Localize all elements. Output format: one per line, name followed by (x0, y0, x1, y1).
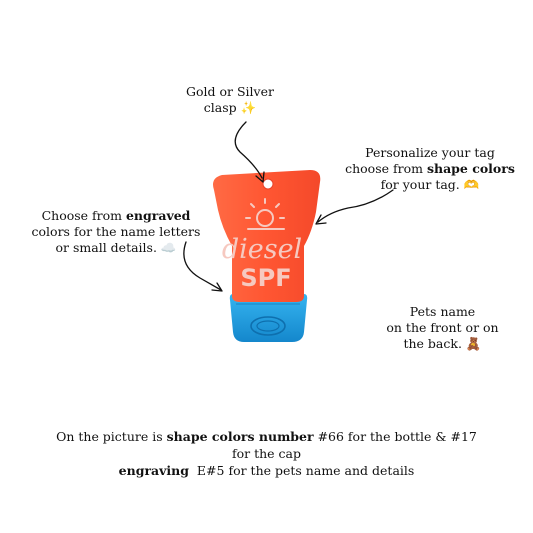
caption-line1-pre: On the picture is (56, 429, 167, 444)
engraved-line1-pre: Choose from (41, 208, 126, 223)
pets-line2: on the front or on (386, 320, 499, 335)
caption-line1-bold: shape colors number (166, 429, 314, 444)
caption-line2: for the cap (231, 446, 301, 461)
engraved-arrow (183, 241, 222, 291)
shape-colors-annotation: Personalize your tag choose from shape c… (330, 145, 530, 193)
cloud-icon: ☁️ (160, 240, 177, 255)
clasp-annotation: Gold or Silver clasp ✨ (170, 84, 290, 116)
clasp-line1: Gold or Silver (186, 84, 274, 99)
clasp-line2: clasp (203, 100, 237, 115)
pets-line3: the back. (403, 336, 462, 351)
cap-shape (229, 294, 308, 342)
tag-spf-text: SPF (240, 264, 291, 292)
caption: On the picture is shape colors number #6… (40, 428, 493, 479)
teddy-bear-icon: 🧸 (465, 336, 482, 351)
caption-line3-post: E#5 for the pets name and details (188, 463, 415, 478)
pets-line1: Pets name (409, 304, 476, 319)
engraved-line1-bold: engraved (125, 208, 191, 223)
engraved-line3: or small details. (55, 240, 157, 255)
shape-line2-pre: choose from (345, 161, 427, 176)
engraved-annotation: Choose from engraved colors for the name… (26, 208, 206, 256)
shape-line1: Personalize your tag (365, 145, 495, 160)
bottle-shape: diesel SPF (213, 170, 321, 302)
shape-line3: for your tag. (380, 177, 460, 192)
shape-line2-bold: shape colors (426, 161, 515, 176)
clasp-arrow (234, 121, 263, 179)
clasp-hole (262, 178, 274, 190)
tag-name-text: diesel (222, 234, 302, 265)
caption-line1-post: #66 for the bottle & #17 (313, 429, 477, 444)
engraved-line2: colors for the name letters (31, 224, 201, 239)
pets-name-annotation: Pets name on the front or on the back. 🧸 (375, 304, 510, 352)
heart-hands-icon: 🫶 (463, 177, 480, 192)
caption-line3-bold: engraving (118, 463, 189, 478)
sun-engraving (245, 198, 285, 230)
shape-arrow (317, 189, 394, 223)
sparkles-icon: ✨ (240, 100, 257, 115)
